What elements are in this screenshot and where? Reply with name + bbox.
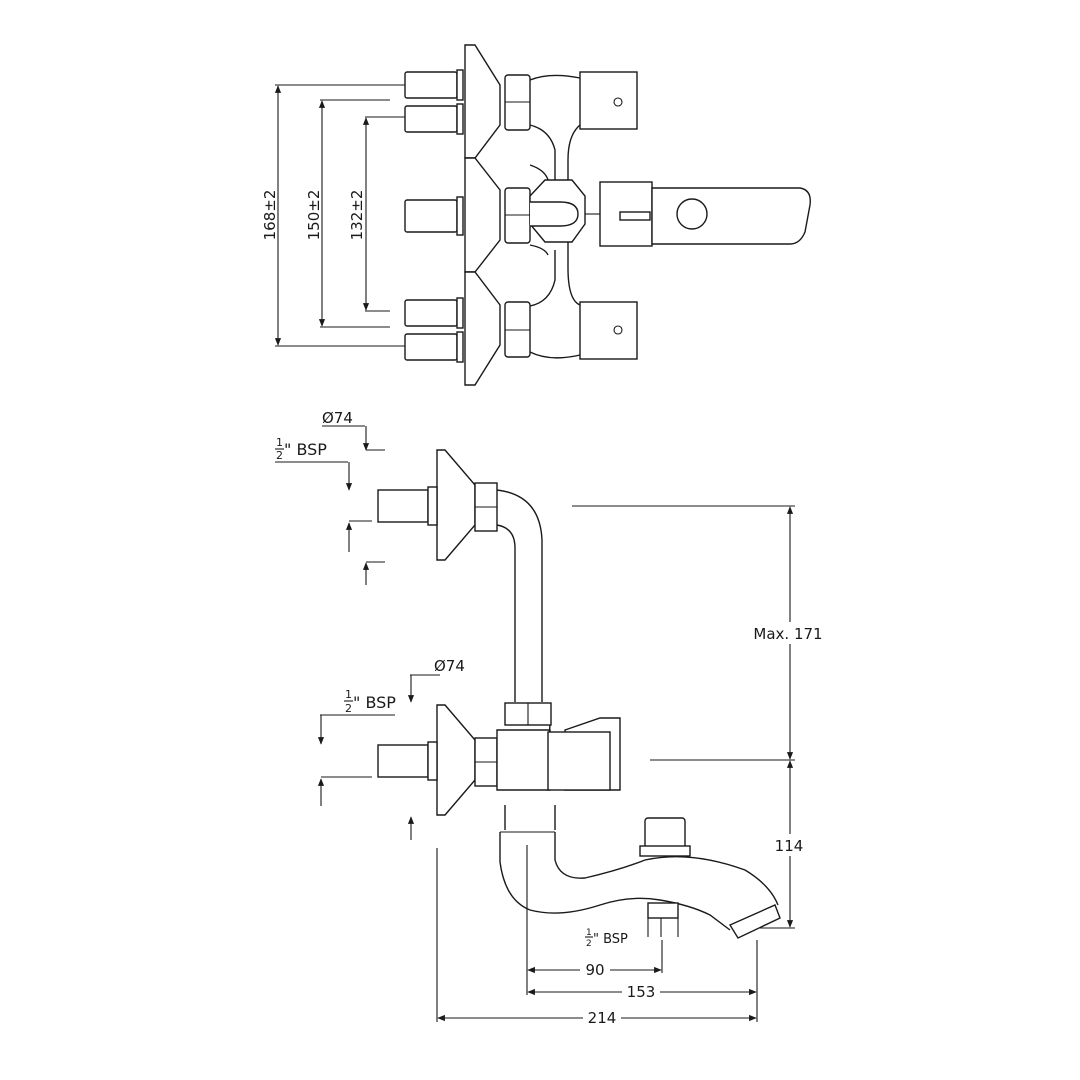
side-spout-diverter[interactable] xyxy=(644,817,686,849)
top-knob-upper[interactable] xyxy=(579,71,638,130)
top-body-outline xyxy=(529,74,581,359)
top-handle-hole xyxy=(676,198,708,230)
dim-max-171: Max. 171 xyxy=(753,625,822,643)
top-knob-lower[interactable] xyxy=(579,301,638,360)
side-spout-outlet xyxy=(728,904,781,939)
side-spout xyxy=(499,805,779,931)
lower-thread-label: " BSP xyxy=(353,693,396,712)
side-flange-upper xyxy=(436,449,476,561)
top-flange-middle xyxy=(464,157,501,273)
side-riser-pipe xyxy=(496,489,543,702)
outlet-frac-den: 2 xyxy=(586,939,592,949)
upper-frac-den: 2 xyxy=(276,449,283,462)
top-dimensions xyxy=(274,84,405,347)
upper-thread-label: " BSP xyxy=(284,440,327,459)
dim-168: 168±2 xyxy=(261,190,279,241)
upper-diameter-label: Ø74 xyxy=(322,409,353,427)
dim-114: 114 xyxy=(775,837,804,855)
top-flange-lower xyxy=(464,271,501,386)
upper-frac-num: 1 xyxy=(276,436,283,449)
outlet-frac-num: 1 xyxy=(586,928,592,938)
side-view: Ø74 1 2 " BSP Ø74 1 2 " BSP xyxy=(275,409,826,1027)
top-inlet-pipes xyxy=(404,69,464,363)
lower-frac-num: 1 xyxy=(345,688,352,701)
side-flange-lower xyxy=(436,704,476,816)
dim-214: 214 xyxy=(588,1009,617,1027)
side-mixer-body xyxy=(496,729,551,791)
lower-frac-den: 2 xyxy=(345,702,352,715)
dim-150: 150±2 xyxy=(305,190,323,241)
lower-diameter-label: Ø74 xyxy=(434,657,465,675)
side-diverter-knob[interactable] xyxy=(547,731,611,791)
side-outlet-fitting xyxy=(647,902,679,919)
dim-90: 90 xyxy=(585,961,604,979)
dim-132: 132±2 xyxy=(348,190,366,241)
top-flange-upper xyxy=(464,44,501,159)
side-inlet-upper xyxy=(377,489,429,523)
side-inlet-lower xyxy=(377,744,429,778)
outlet-thread-label: " BSP xyxy=(593,932,628,947)
dim-153: 153 xyxy=(627,983,656,1001)
top-view: 168±2 150±2 132±2 xyxy=(261,44,811,386)
